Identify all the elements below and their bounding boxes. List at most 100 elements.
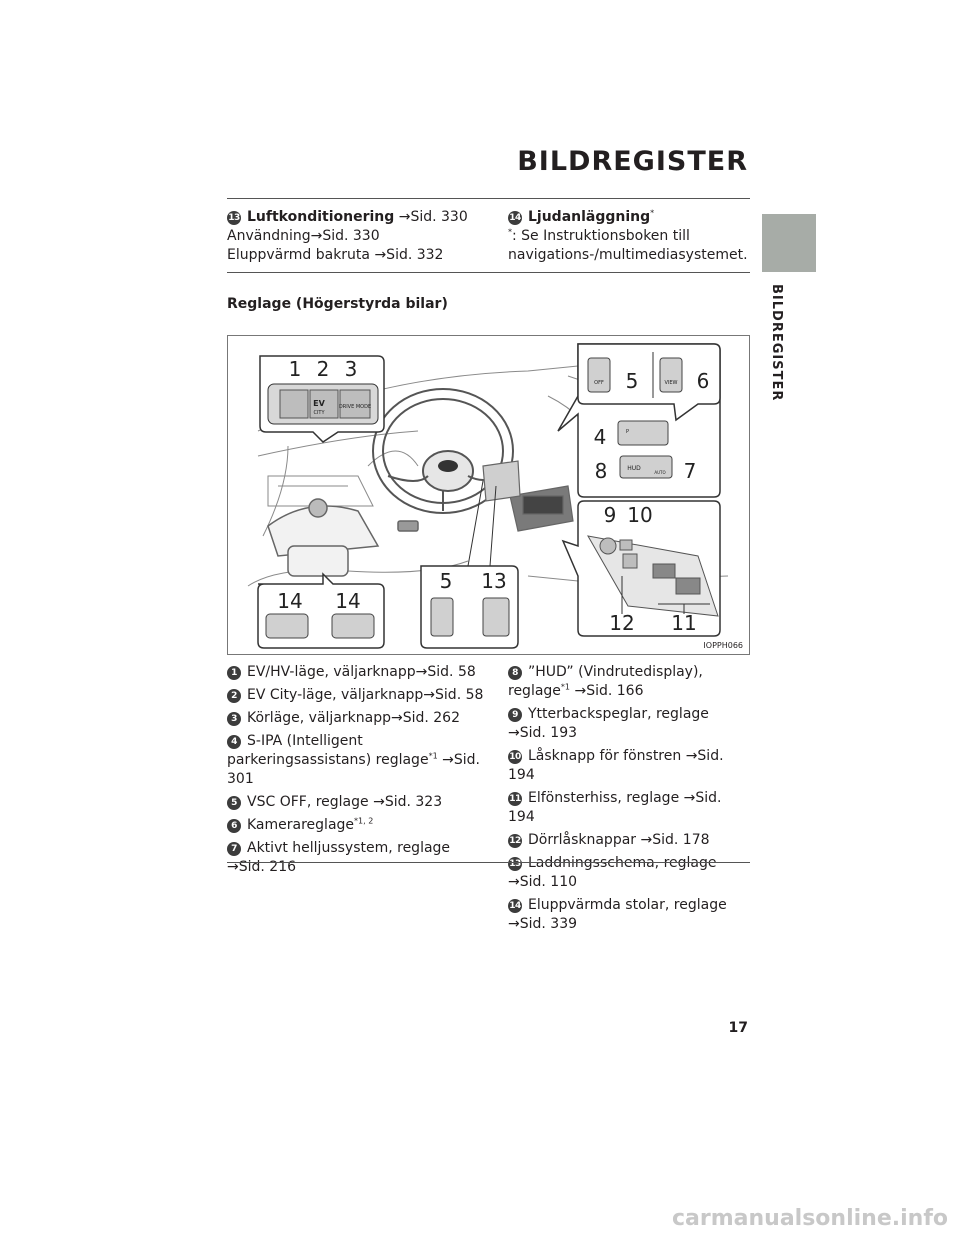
number-badge: 5 xyxy=(227,796,241,810)
callout-number: 4 xyxy=(594,425,607,449)
callout-9-12: 9 10 12 11 xyxy=(561,500,721,637)
callout-1-2-3: EV CITY DRIVE MODE 1 2 3 xyxy=(259,355,385,443)
auto-label: AUTO xyxy=(654,470,665,475)
item-text: Ytterbackspeglar, reglage →Sid. 193 xyxy=(508,706,709,741)
number-badge: 2 xyxy=(227,689,241,703)
item-text: VSC OFF, reglage →Sid. 323 xyxy=(247,794,443,810)
item-text: Eluppvärmda stolar, reglage →Sid. 339 xyxy=(508,897,727,932)
legend-list-left: 1 EV/HV-läge, väljarknapp→Sid. 58 2 EV Cit… xyxy=(227,663,489,881)
callout-number: 13 xyxy=(481,569,506,593)
page-header-title: BILDREGISTER xyxy=(517,146,748,177)
number-badge: 9 xyxy=(508,708,522,722)
ev-label: EV xyxy=(313,399,325,408)
item-text: Låsknapp för fönstren →Sid. 194 xyxy=(508,748,724,783)
callout-number: 5 xyxy=(440,569,453,593)
callout-number: 7 xyxy=(684,459,697,483)
number-badge: 7 xyxy=(227,842,241,856)
callout-number: 3 xyxy=(345,357,358,381)
number-badge: 14 xyxy=(508,899,522,913)
number-badge: 8 xyxy=(508,666,522,680)
callout-number: 14 xyxy=(277,589,302,613)
door-panel xyxy=(482,460,574,532)
footnote-mark: *1, 2 xyxy=(354,816,374,826)
list-item: 6 Kamerareglage*1, 2 xyxy=(227,816,489,835)
footnote-mark: *1 xyxy=(428,751,438,761)
item-text: EV City-läge, väljarknapp→Sid. 58 xyxy=(247,687,484,703)
item-ref: →Sid. 330 xyxy=(398,209,468,225)
off-label: OFF xyxy=(594,380,604,386)
list-item: 2 EV City-läge, väljarknapp→Sid. 58 xyxy=(227,686,489,705)
view-label: VIEW xyxy=(665,380,678,386)
item-text: ”HUD” (Vindrutedisplay), reglage xyxy=(508,664,703,699)
legend-list-right: 8”HUD” (Vindrutedisplay), reglage*1 →Sid… xyxy=(508,663,750,938)
item-text: Laddningsschema, reglage →Sid. 110 xyxy=(508,855,717,890)
callout-number: 9 xyxy=(604,503,617,527)
item-line: Användning→Sid. 330 xyxy=(227,228,380,244)
steering-logo xyxy=(438,460,458,472)
callout-number: 14 xyxy=(335,589,360,613)
number-badge: 12 xyxy=(508,834,522,848)
item-text: Kamerareglage xyxy=(247,817,355,833)
top-item-13: 13 Luftkonditionering →Sid. 330 Användnin… xyxy=(227,208,487,265)
hud-label: HUD xyxy=(627,465,641,472)
watermark: carmanualsonline.info xyxy=(672,1206,948,1231)
controls-illustration: EV CITY DRIVE MODE 1 2 3 OFF VIEW 5 6 P … xyxy=(227,335,750,655)
footnote-mark: * xyxy=(650,208,655,218)
item-text: Elfönsterhiss, reglage →Sid. 194 xyxy=(508,790,722,825)
callout-number: 2 xyxy=(317,357,330,381)
callout-4-8: OFF VIEW 5 6 P 4 HUD AUTO 8 7 xyxy=(557,343,721,498)
list-item: 8”HUD” (Vindrutedisplay), reglage*1 →Sid… xyxy=(508,663,750,701)
drive-mode-label: DRIVE MODE xyxy=(339,404,371,410)
number-badge: 14 xyxy=(508,211,522,225)
list-item: 12 Dörrlåsknappar →Sid. 178 xyxy=(508,831,750,850)
list-item: 1 EV/HV-läge, väljarknapp→Sid. 58 xyxy=(227,663,489,682)
item-text: Körläge, väljarknapp→Sid. 262 xyxy=(247,710,461,726)
item-text: S-IPA (Intelligent parkeringsassistans) … xyxy=(227,733,429,768)
callout-number: 1 xyxy=(289,357,302,381)
item-line: Eluppvärmd bakruta →Sid. 332 xyxy=(227,247,444,263)
item-text: EV/HV-läge, väljarknapp→Sid. 58 xyxy=(247,664,476,680)
footnote: *: Se Instruktionsboken till navigations… xyxy=(508,227,750,265)
number-badge: 3 xyxy=(227,712,241,726)
list-item: 5 VSC OFF, reglage →Sid. 323 xyxy=(227,793,489,812)
header-divider xyxy=(227,198,750,199)
callout-5-13: 5 13 xyxy=(420,480,519,649)
callout-number: 10 xyxy=(627,503,652,527)
callout-number: 12 xyxy=(609,611,634,635)
list-item: 3 Körläge, väljarknapp→Sid. 262 xyxy=(227,709,489,728)
number-badge: 13 xyxy=(227,211,241,225)
center-console xyxy=(267,498,419,577)
page-number: 17 xyxy=(728,1020,748,1036)
item-ref: →Sid. 301 xyxy=(227,752,480,787)
number-badge: 13 xyxy=(508,857,522,871)
callout-14: 14 14 xyxy=(257,572,385,649)
bottom-divider xyxy=(227,862,750,863)
section-tab xyxy=(762,214,816,272)
figure-code: IOPPH066 xyxy=(703,641,743,650)
item-text: Aktivt helljussystem, reglage →Sid. 216 xyxy=(227,840,451,875)
callout-number: 5 xyxy=(626,369,639,393)
item-title: Luftkonditionering xyxy=(247,209,395,225)
callout-number: 11 xyxy=(671,611,696,635)
section-tab-label: BILDREGISTER xyxy=(769,284,784,402)
number-badge: 1 xyxy=(227,666,241,680)
p-label: P xyxy=(626,429,629,435)
subheading: Reglage (Högerstyrda bilar) xyxy=(227,296,448,312)
callout-number: 8 xyxy=(595,459,608,483)
item-title: Ljudanläggning xyxy=(528,209,651,225)
number-badge: 6 xyxy=(227,819,241,833)
item-text: Dörrlåsknappar →Sid. 178 xyxy=(528,832,710,848)
footnote-mark: * xyxy=(508,227,512,237)
number-badge: 11 xyxy=(508,792,522,806)
footnote-mark: *1 xyxy=(560,682,571,692)
footnote-text: : Se Instruktionsboken till navigations-… xyxy=(508,228,748,263)
section-divider xyxy=(227,272,750,273)
